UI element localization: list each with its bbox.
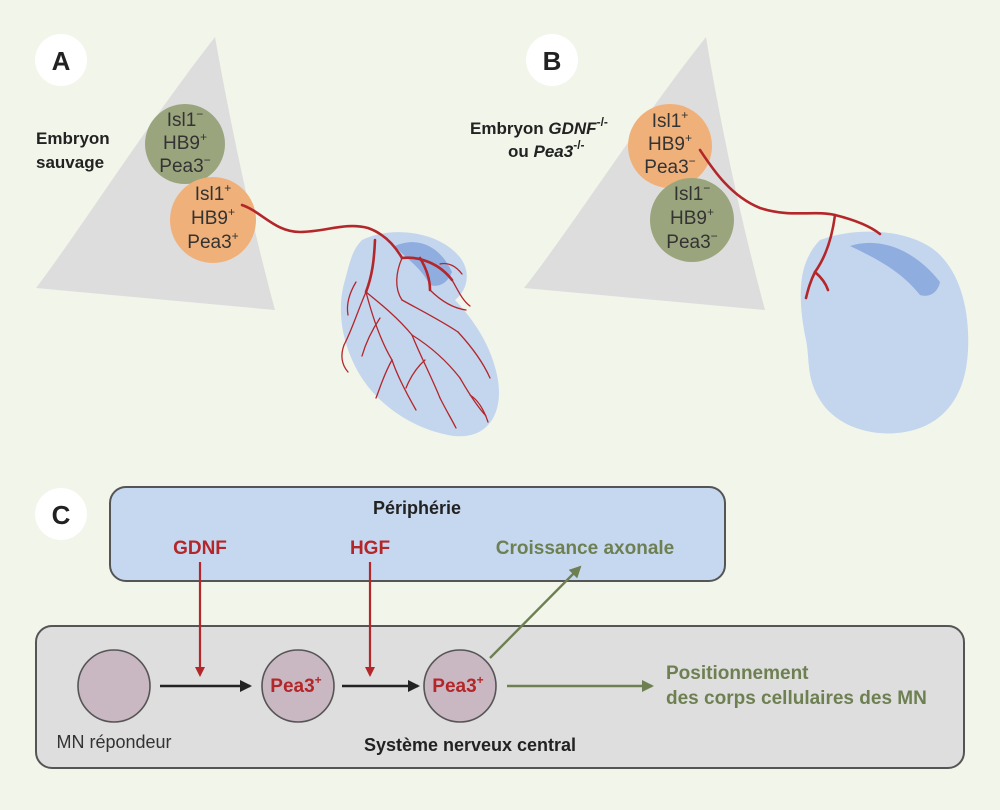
gdnf-label: GDNF (173, 538, 227, 559)
panel-b-badge (526, 34, 578, 86)
a-top-pea3: Pea3− (159, 153, 210, 177)
b-top-pea3: Pea3− (644, 154, 695, 178)
b-bot-pea3: Pea3− (666, 229, 717, 253)
panel-a-letter: A (52, 46, 71, 76)
pea3-cell-2 (423, 649, 497, 723)
mn-pool-a-top (145, 104, 225, 184)
panel-a-badge (35, 34, 87, 86)
a-bot-isl1: Isl1+ (195, 181, 232, 205)
panel-a: A Embryon sauvage Isl1− HB9+ Pea3− Isl1+… (35, 34, 499, 437)
panel-c-badge (35, 488, 87, 540)
mn-pool-b-bottom (650, 178, 734, 262)
positioning-label-2: des corps cellulaires des MN (666, 688, 927, 709)
embryo-label-b-1: Embryon GDNF-/- (470, 115, 608, 138)
mn-pool-a-bottom (170, 177, 256, 263)
a-top-isl1: Isl1− (167, 107, 204, 131)
pea3-label-2: Pea3+ (432, 673, 483, 697)
a-bot-hb9: HB9+ (191, 205, 235, 229)
axon-growth-label: Croissance axonale (496, 538, 674, 559)
mn-responder-cell (77, 649, 151, 723)
embryo-label-a-2: sauvage (36, 153, 104, 172)
panel-c: C Périphérie GDNF HGF Croissance axonale… (35, 486, 965, 769)
pea3-cell-1 (261, 649, 335, 723)
panel-b: B Embryon GDNF-/- ou Pea3-/- Isl1+ HB9+ … (470, 34, 969, 434)
a-top-hb9: HB9+ (163, 130, 207, 154)
axon-b (698, 148, 882, 300)
embryo-label-b-2: ou Pea3-/- (508, 138, 585, 161)
b-bot-hb9: HB9+ (670, 205, 714, 229)
pea3-label-1: Pea3+ (270, 673, 321, 697)
panel-b-letter: B (543, 46, 562, 76)
mn-responder-label: MN répondeur (56, 732, 171, 752)
embryo-label-a-1: Embryon (36, 129, 110, 148)
panel-c-letter: C (52, 500, 71, 530)
mn-pool-b-top (628, 104, 712, 188)
hgf-label: HGF (350, 538, 390, 559)
b-top-isl1: Isl1+ (652, 108, 689, 132)
cns-box (35, 625, 965, 769)
periphery-title: Périphérie (373, 498, 461, 518)
b-top-hb9: HB9+ (648, 131, 692, 155)
axon-growth-arrow (489, 565, 582, 659)
muscle-b-sheath (850, 242, 940, 296)
a-bot-pea3: Pea3+ (187, 229, 238, 253)
cns-title: Système nerveux central (364, 735, 576, 755)
positioning-label-1: Positionnement (666, 663, 809, 684)
axon-a-branches (341, 257, 491, 429)
b-bot-isl1: Isl1− (674, 181, 711, 205)
periphery-box (109, 486, 726, 582)
axon-a (240, 203, 454, 294)
